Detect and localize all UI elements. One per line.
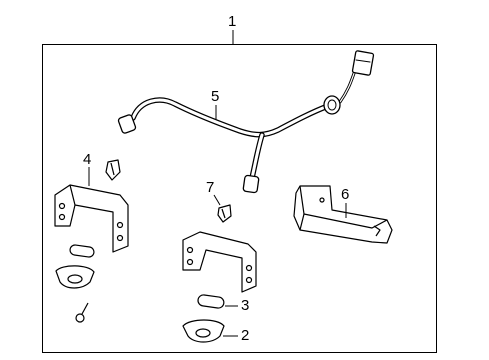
- callout-5: 5: [211, 88, 220, 105]
- callout-1: 1: [228, 13, 237, 30]
- socket-clip-left: [105, 159, 121, 181]
- bulb-left: [69, 244, 95, 258]
- lens-cover-center: [182, 319, 225, 343]
- lens-cover-left: [55, 265, 95, 289]
- leader-line-7: [213, 194, 221, 206]
- bulb-center: [197, 294, 225, 309]
- callout-3: 3: [241, 297, 250, 314]
- mounting-bracket-left: [54, 184, 129, 253]
- mounting-bracket-center: [182, 231, 257, 293]
- callout-2: 2: [241, 327, 250, 344]
- callout-6: 6: [341, 186, 350, 203]
- socket-clip-center: [217, 204, 232, 223]
- screw-left: [75, 302, 89, 323]
- license-lamp-bracket: [293, 185, 393, 244]
- callout-4: 4: [83, 151, 92, 168]
- diagram-frame: [42, 44, 437, 353]
- wiring-harness: [117, 50, 375, 194]
- callout-7: 7: [206, 179, 215, 196]
